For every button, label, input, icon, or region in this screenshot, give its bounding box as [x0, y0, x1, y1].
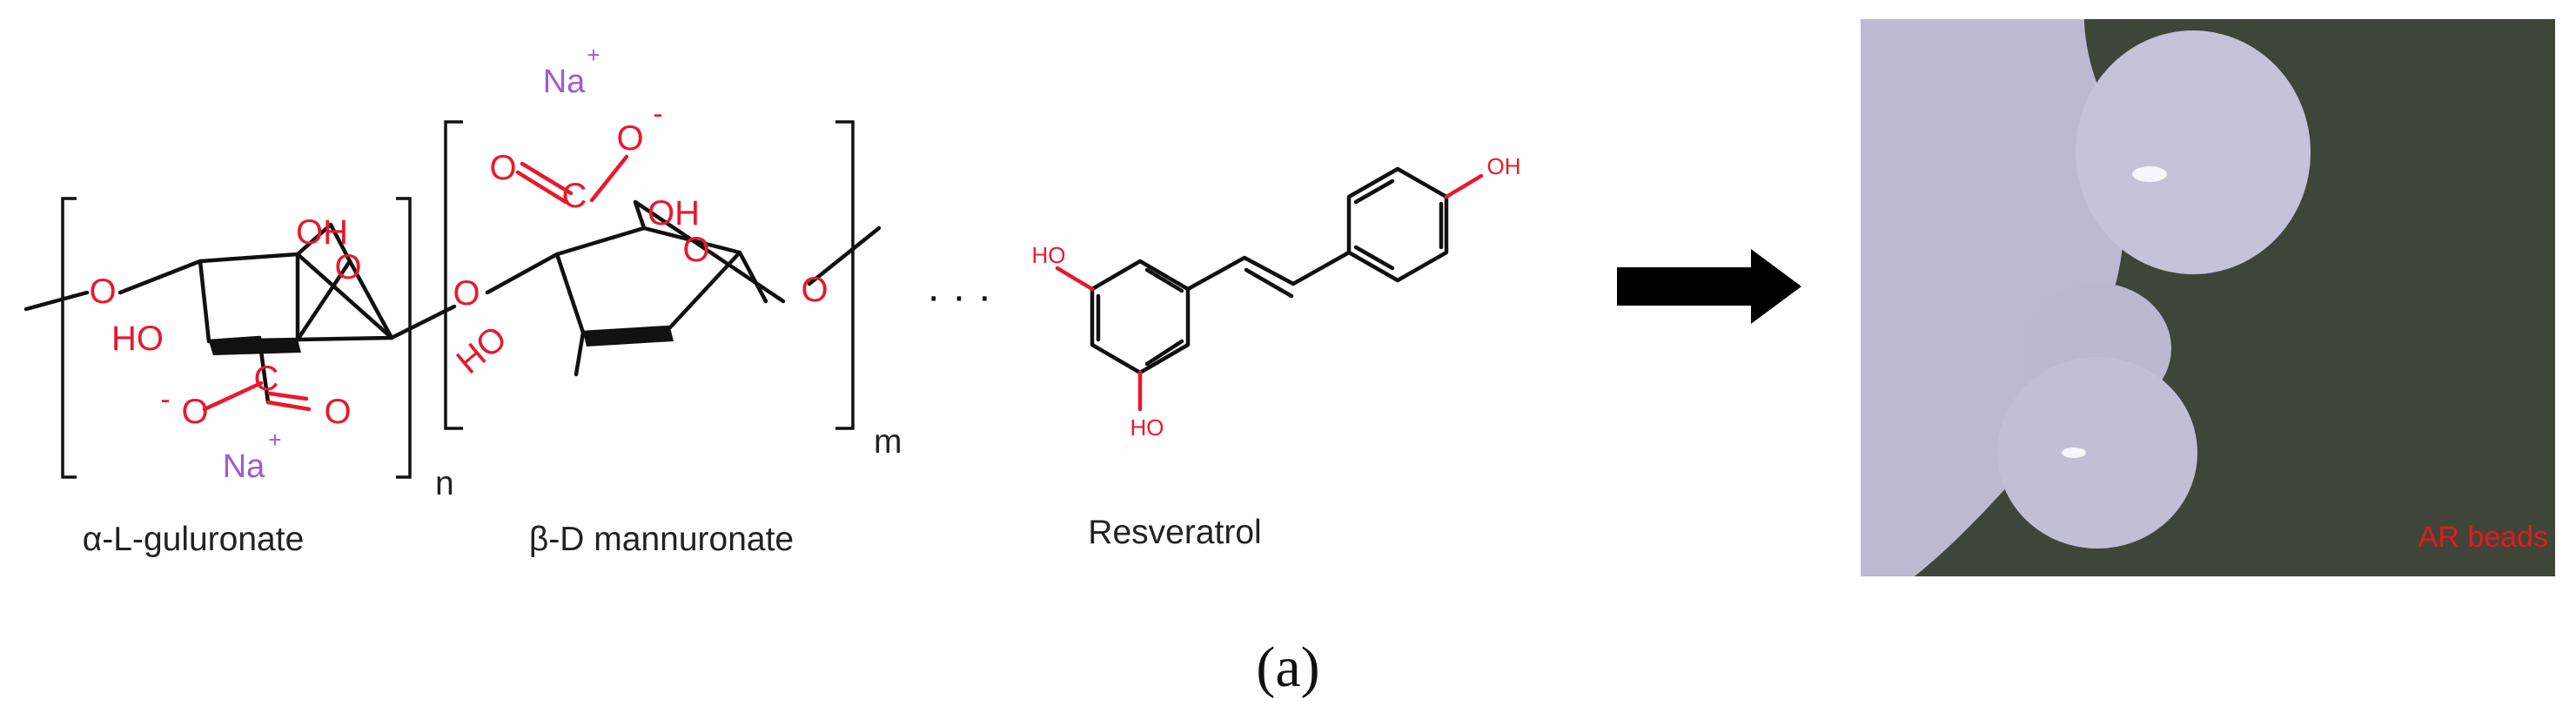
resveratrol-vinyl [1185, 250, 1352, 299]
mannuronate-link-o: O [453, 274, 480, 313]
mannuronate-anion-o: O [616, 119, 643, 158]
guluronate-ring-bond [295, 222, 394, 342]
mannuronate-ho: HO [450, 319, 514, 381]
mannuronate-caption: β-D mannuronate [529, 521, 794, 558]
mannuronate-carbonyl-o: O [489, 149, 516, 187]
mannuronate-wedge [583, 327, 674, 347]
bead-highlight [2132, 166, 2167, 182]
bead-top-right [2076, 30, 2311, 274]
bead-highlight-2 [2062, 448, 2086, 458]
guluronate-carbonyl-o: O [324, 393, 351, 431]
mannuronate-subscript: m [874, 423, 902, 461]
resveratrol-oh-top: OH [1487, 153, 1521, 179]
ar-beads-photo: AR beads [1861, 19, 2555, 576]
resveratrol-ho-bottom: HO [1130, 414, 1164, 441]
mannuronate-carbonyl-c: C [562, 177, 587, 215]
mannuronate-unit: O O C O - OH O HO O Na + m β-D mannurona… [389, 42, 902, 558]
resveratrol-ring-b [1346, 166, 1449, 283]
mannuronate-oh: OH [647, 194, 700, 232]
mannuronate-end-o: O [801, 271, 828, 309]
guluronate-left-bracket [61, 197, 77, 479]
guluronate-ring-o: O [334, 248, 361, 286]
guluronate-oh: OH [296, 213, 348, 252]
mannuronate-sodium-charge: + [587, 42, 600, 68]
mannuronate-minus: - [653, 98, 662, 131]
bead-large-left [1861, 19, 2124, 576]
guluronate-sodium-charge: + [268, 427, 281, 453]
right-arrow-icon [1617, 249, 1801, 324]
ellipsis: · · · [927, 273, 992, 320]
mannuronate-carboxyl-bonds [515, 154, 629, 205]
bead-bottom [1997, 357, 2197, 549]
guluronate-caption: α-L-guluronate [83, 521, 305, 558]
guluronate-carbonyl-c: C [254, 360, 279, 398]
resveratrol-caption: Resveratrol [1088, 514, 1261, 551]
guluronate-ho: HO [111, 320, 164, 358]
mannuronate-left-bracket [444, 120, 463, 430]
guluronate-right-bracket [396, 197, 412, 479]
resveratrol-oh-bonds [1055, 173, 1484, 412]
resveratrol-molecule: OH HO HO Resveratrol [1032, 153, 1521, 551]
guluronate-anion-o: O [181, 393, 208, 431]
mannuronate-right-bracket [835, 120, 855, 430]
guluronate-subscript: n [435, 465, 454, 502]
guluronate-sodium: Na [223, 448, 265, 485]
resveratrol-ho-left: HO [1032, 242, 1066, 268]
guluronate-minus: - [160, 383, 170, 416]
panel-label: (a) [1256, 636, 1319, 699]
guluronate-link-o: O [89, 273, 116, 311]
guluronate-wedge [209, 340, 301, 355]
guluronate-unit: O OH O HO C O - O Na + n α-L-guluronate [23, 197, 454, 558]
mannuronate-sodium: Na [543, 64, 586, 100]
resveratrol-ring-a [1090, 259, 1191, 375]
guluronate-carbonyl-bond [202, 380, 312, 412]
mannuronate-ring-o: O [682, 231, 709, 269]
photo-label: AR beads [2418, 521, 2548, 554]
